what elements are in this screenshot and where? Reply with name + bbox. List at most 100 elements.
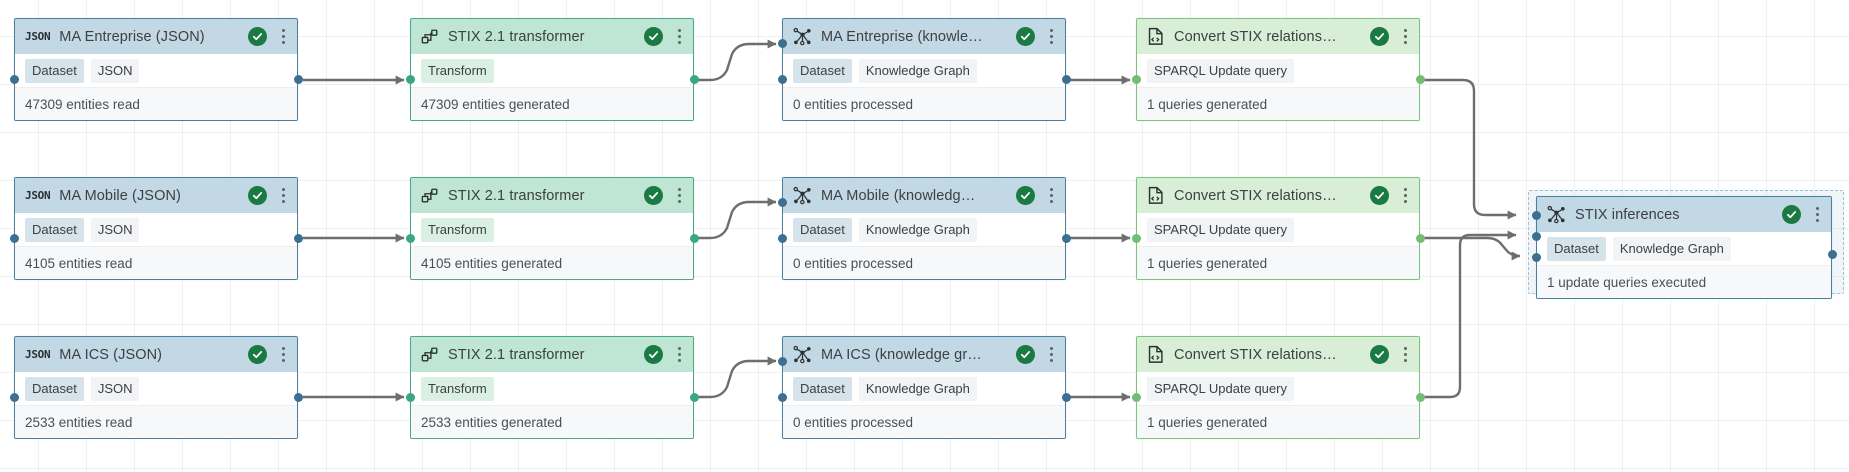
port-input[interactable]	[10, 75, 19, 84]
port-input[interactable]	[406, 75, 415, 84]
node-tags: Transform	[411, 54, 693, 87]
port-input-secondary[interactable]	[778, 234, 787, 243]
node-tags: Dataset JSON	[15, 372, 297, 405]
node-stix-transformer-2[interactable]: STIX 2.1 transformer Transform 4105 enti…	[410, 177, 694, 280]
node-tags: SPARQL Update query	[1137, 54, 1419, 87]
node-title: Convert STIX relations…	[1174, 346, 1337, 363]
node-convert-stix-relations-3[interactable]: Convert STIX relations… SPARQL Update qu…	[1136, 336, 1420, 439]
node-header: Convert STIX relations…	[1137, 178, 1419, 213]
node-title: STIX 2.1 transformer	[448, 346, 585, 363]
more-options-icon[interactable]	[276, 27, 290, 47]
tag-chip: Knowledge Graph	[858, 58, 977, 83]
port-output[interactable]	[1828, 250, 1837, 259]
node-status-text: 0 entities processed	[783, 246, 1065, 279]
port-input-secondary[interactable]	[1532, 232, 1541, 241]
node-stix-transformer-3[interactable]: STIX 2.1 transformer Transform 2533 enti…	[410, 336, 694, 439]
more-options-icon[interactable]	[672, 345, 686, 365]
node-tags: SPARQL Update query	[1137, 372, 1419, 405]
node-title: Convert STIX relations…	[1174, 28, 1337, 45]
tag-chip: JSON	[90, 376, 140, 401]
more-options-icon[interactable]	[1398, 186, 1412, 206]
node-status-text: 2533 entities generated	[411, 405, 693, 438]
node-tags: Dataset Knowledge Graph	[783, 372, 1065, 405]
port-input[interactable]	[778, 198, 787, 207]
knowledge-graph-icon	[793, 27, 812, 46]
port-output[interactable]	[294, 75, 303, 84]
node-ma-ics-json[interactable]: JSON MA ICS (JSON) Dataset JSON 2533 ent…	[14, 336, 298, 439]
tag-chip: Dataset	[793, 376, 852, 401]
port-output[interactable]	[1416, 234, 1425, 243]
node-status-text: 4105 entities read	[15, 246, 297, 279]
port-output[interactable]	[1416, 393, 1425, 402]
tag-chip: Knowledge Graph	[858, 376, 977, 401]
port-output[interactable]	[294, 234, 303, 243]
node-stix-transformer-1[interactable]: STIX 2.1 transformer Transform 47309 ent…	[410, 18, 694, 121]
port-input[interactable]	[1132, 393, 1141, 402]
more-options-icon[interactable]	[672, 27, 686, 47]
port-input[interactable]	[10, 234, 19, 243]
port-input-tertiary[interactable]	[1532, 253, 1541, 262]
node-title: MA ICS (knowledge gr…	[821, 346, 982, 363]
port-output[interactable]	[690, 234, 699, 243]
more-options-icon[interactable]	[276, 345, 290, 365]
node-header: MA ICS (knowledge gr…	[783, 337, 1065, 372]
port-output[interactable]	[690, 393, 699, 402]
port-input[interactable]	[778, 357, 787, 366]
node-title: STIX 2.1 transformer	[448, 187, 585, 204]
port-input[interactable]	[778, 39, 787, 48]
node-status-text: 1 queries generated	[1137, 87, 1419, 120]
node-convert-stix-relations-2[interactable]: Convert STIX relations… SPARQL Update qu…	[1136, 177, 1420, 280]
node-header: MA Entreprise (knowle…	[783, 19, 1065, 54]
port-input[interactable]	[1132, 234, 1141, 243]
node-tags: Transform	[411, 213, 693, 246]
port-output[interactable]	[1062, 75, 1071, 84]
more-options-icon[interactable]	[672, 186, 686, 206]
port-output[interactable]	[690, 75, 699, 84]
node-tags: Dataset Knowledge Graph	[783, 213, 1065, 246]
port-output[interactable]	[1062, 234, 1071, 243]
node-title: MA Mobile (JSON)	[59, 187, 181, 204]
more-options-icon[interactable]	[1044, 345, 1058, 365]
more-options-icon[interactable]	[1398, 27, 1412, 47]
more-options-icon[interactable]	[276, 186, 290, 206]
status-success-icon	[1370, 186, 1389, 205]
more-options-icon[interactable]	[1044, 27, 1058, 47]
port-input-secondary[interactable]	[778, 393, 787, 402]
status-success-icon	[248, 345, 267, 364]
tag-chip: Knowledge Graph	[1612, 236, 1731, 261]
node-ma-enterprise-json[interactable]: JSON MA Entreprise (JSON) Dataset JSON 4…	[14, 18, 298, 121]
node-ma-mobile-json[interactable]: JSON MA Mobile (JSON) Dataset JSON 4105 …	[14, 177, 298, 280]
tag-chip: Knowledge Graph	[858, 217, 977, 242]
more-options-icon[interactable]	[1044, 186, 1058, 206]
port-output[interactable]	[1416, 75, 1425, 84]
node-title: MA Mobile (knowledg…	[821, 187, 976, 204]
port-input[interactable]	[10, 393, 19, 402]
port-input[interactable]	[1532, 211, 1541, 220]
port-input[interactable]	[1132, 75, 1141, 84]
port-input-secondary[interactable]	[778, 75, 787, 84]
status-success-icon	[1782, 205, 1801, 224]
more-options-icon[interactable]	[1810, 205, 1824, 225]
json-icon: JSON	[25, 189, 51, 202]
status-success-icon	[644, 345, 663, 364]
node-ma-ics-kg[interactable]: MA ICS (knowledge gr… Dataset Knowledge …	[782, 336, 1066, 439]
node-stix-inferences[interactable]: STIX inferences Dataset Knowledge Graph …	[1536, 196, 1832, 299]
port-input[interactable]	[406, 393, 415, 402]
tag-chip: Transform	[421, 376, 494, 401]
node-status-text: 0 entities processed	[783, 87, 1065, 120]
node-tags: Dataset Knowledge Graph	[783, 54, 1065, 87]
node-ma-enterprise-kg[interactable]: MA Entreprise (knowle… Dataset Knowledge…	[782, 18, 1066, 121]
more-options-icon[interactable]	[1398, 345, 1412, 365]
tag-chip: Dataset	[793, 217, 852, 242]
node-title: MA Entreprise (JSON)	[59, 28, 205, 45]
port-input[interactable]	[406, 234, 415, 243]
node-convert-stix-relations-1[interactable]: Convert STIX relations… SPARQL Update qu…	[1136, 18, 1420, 121]
status-success-icon	[1016, 186, 1035, 205]
port-output[interactable]	[294, 393, 303, 402]
node-status-text: 4105 entities generated	[411, 246, 693, 279]
node-ma-mobile-kg[interactable]: MA Mobile (knowledg… Dataset Knowledge G…	[782, 177, 1066, 280]
status-success-icon	[644, 27, 663, 46]
port-output[interactable]	[1062, 393, 1071, 402]
node-status-text: 1 queries generated	[1137, 405, 1419, 438]
